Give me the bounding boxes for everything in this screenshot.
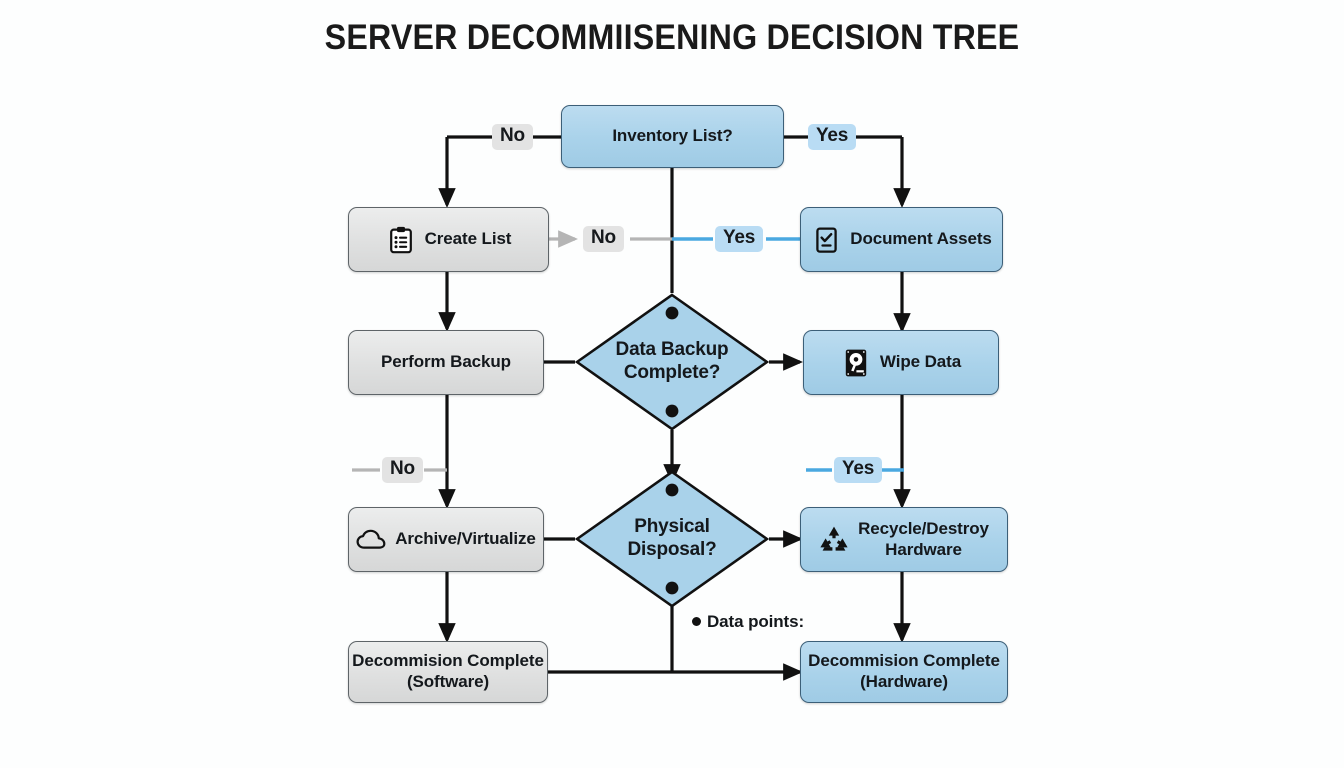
diamond-shape xyxy=(575,470,769,608)
node-label: Create List xyxy=(424,229,512,249)
node-perform-backup[interactable]: Perform Backup xyxy=(348,330,544,395)
annotation-text: Data points: xyxy=(707,612,805,631)
node-label: Recycle/Destroy Hardware xyxy=(858,518,989,559)
edge-label-disposal-no: No xyxy=(382,457,423,483)
node-wipe-data[interactable]: Wipe Data xyxy=(803,330,999,395)
clipboard-icon xyxy=(386,224,416,256)
diamond-shape xyxy=(575,293,769,431)
document-check-icon xyxy=(811,224,841,256)
node-decommission-software[interactable]: Decommision Complete (Software) xyxy=(348,641,548,703)
recycle-icon xyxy=(819,524,849,556)
page-title: SERVER DECOMMIISENING DECISION TREE xyxy=(324,18,1020,57)
decision-data-backup-complete[interactable]: Data Backup Complete? xyxy=(575,293,769,431)
edge-label-backup-yes: Yes xyxy=(715,226,764,252)
decision-label: Data Backup Complete? xyxy=(615,339,729,383)
hard-drive-icon xyxy=(841,347,871,379)
bullet-icon xyxy=(692,617,701,626)
edge-label-inventory-no: No xyxy=(492,124,533,150)
edge-label-disposal-yes: Yes xyxy=(834,457,883,483)
decision-dot-bottom xyxy=(665,404,679,418)
decision-dot-top xyxy=(665,483,679,497)
node-label: Archive/Virtualize xyxy=(395,529,536,549)
node-recycle-destroy[interactable]: Recycle/Destroy Hardware xyxy=(800,507,1008,572)
edge-label-inventory-yes: Yes xyxy=(808,124,857,150)
node-document-assets[interactable]: Document Assets xyxy=(800,207,1003,272)
node-create-list[interactable]: Create List xyxy=(348,207,549,272)
edge-label-backup-no: No xyxy=(583,226,624,252)
decision-physical-disposal[interactable]: Physical Disposal? xyxy=(575,470,769,608)
node-label: Decommision Complete (Software) xyxy=(352,651,544,691)
decision-dot-top xyxy=(665,306,679,320)
data-points-annotation: Data points: xyxy=(692,612,804,632)
node-label: Decommision Complete (Hardware) xyxy=(808,651,1000,691)
node-inventory-list[interactable]: Inventory List? xyxy=(561,105,784,168)
decision-label: Physical Disposal? xyxy=(627,516,717,560)
node-label: Document Assets xyxy=(850,229,992,249)
decision-dot-bottom xyxy=(665,581,679,595)
node-archive-virtualize[interactable]: Archive/Virtualize xyxy=(348,507,544,572)
node-label: Inventory List? xyxy=(612,126,733,146)
node-decommission-hardware[interactable]: Decommision Complete (Hardware) xyxy=(800,641,1008,703)
node-label: Wipe Data xyxy=(879,352,962,372)
node-label: Perform Backup xyxy=(381,352,511,372)
cloud-icon xyxy=(356,524,386,556)
